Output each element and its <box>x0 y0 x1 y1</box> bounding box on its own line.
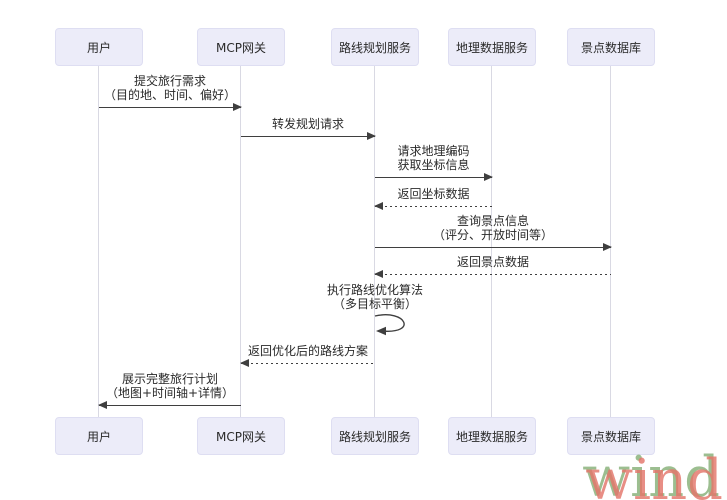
lifeline-mcp-gateway <box>240 66 241 417</box>
arrowhead-left-icon <box>240 359 249 368</box>
arrowhead-left-icon <box>374 270 383 279</box>
actor-attraction-database-bottom: 景点数据库 <box>567 417 655 455</box>
actor-route-planning-service-bottom: 路线规划服务 <box>331 417 419 455</box>
self-loop-arrow-icon <box>374 314 405 336</box>
actor-label: 用户 <box>86 40 111 55</box>
actor-label: 景点数据库 <box>580 429 641 444</box>
message-line <box>241 136 375 138</box>
actor-route-planning-service-top: 路线规划服务 <box>331 28 419 66</box>
lifeline-route-planning-service <box>374 66 375 417</box>
actor-label: 景点数据库 <box>580 40 641 55</box>
actor-label: MCP网关 <box>216 429 266 444</box>
actor-user-top: 用户 <box>55 28 143 66</box>
actor-mcp-gateway-bottom: MCP网关 <box>197 417 285 455</box>
actor-geo-data-service-top: 地理数据服务 <box>448 28 536 66</box>
lifeline-user <box>98 66 99 417</box>
actor-label: 地理数据服务 <box>455 429 528 444</box>
actor-user-bottom: 用户 <box>55 417 143 455</box>
actor-label: 地理数据服务 <box>455 40 528 55</box>
message-label: 执行路线优化算法 （多目标平衡） <box>326 282 424 311</box>
message-label: 返回景点数据 <box>456 254 530 269</box>
actor-label: 路线规划服务 <box>338 429 411 444</box>
actor-attraction-database-top: 景点数据库 <box>567 28 655 66</box>
message-line <box>375 247 611 249</box>
message-line <box>375 274 611 276</box>
arrowhead-left-icon <box>374 202 383 211</box>
lifeline-attraction-database <box>610 66 611 417</box>
watermark-red-layer: wind <box>585 448 723 500</box>
message-label: 返回优化后的路线方案 <box>247 343 369 358</box>
actor-mcp-gateway-top: MCP网关 <box>197 28 285 66</box>
message-line <box>375 177 492 179</box>
message-label: 查询景点信息 （评分、开放时间等） <box>432 213 554 242</box>
actor-label: MCP网关 <box>216 40 266 55</box>
arrowhead-right-icon <box>367 132 376 141</box>
arrowhead-right-icon <box>484 173 493 182</box>
message-line <box>99 405 241 407</box>
arrowhead-left-icon <box>98 401 107 410</box>
message-label: 转发规划请求 <box>271 116 345 131</box>
message-label: 展示完整旅行计划 （地图+时间轴+详情） <box>105 371 235 400</box>
message-label: 提交旅行需求 （目的地、时间、偏好） <box>103 73 237 102</box>
arrowhead-right-icon <box>603 243 612 252</box>
actor-label: 用户 <box>86 429 111 444</box>
arrowhead-right-icon <box>233 103 242 112</box>
message-line <box>99 107 241 109</box>
message-line <box>241 363 375 365</box>
message-label: 返回坐标数据 <box>397 186 470 201</box>
actor-geo-data-service-bottom: 地理数据服务 <box>448 417 536 455</box>
watermark-green-layer: wind <box>582 445 720 500</box>
actor-label: 路线规划服务 <box>338 40 411 55</box>
message-line <box>375 206 492 208</box>
lifeline-geo-data-service <box>491 66 492 417</box>
message-label: 请求地理编码 获取坐标信息 <box>397 143 470 172</box>
